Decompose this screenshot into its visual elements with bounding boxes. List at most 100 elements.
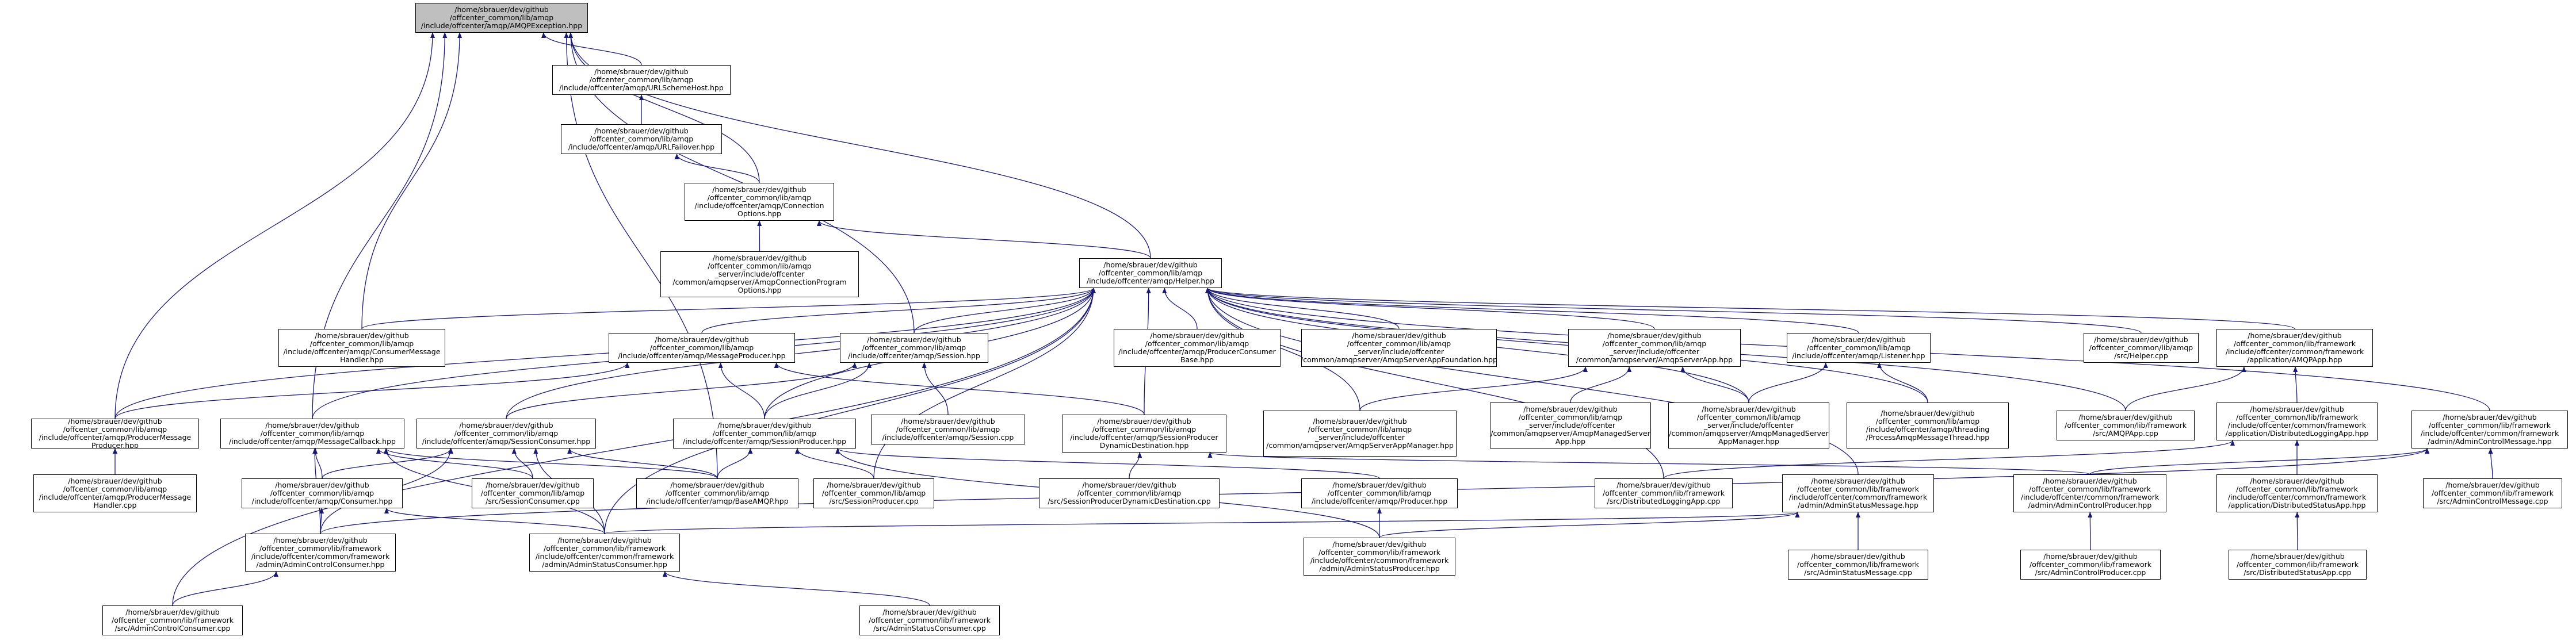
node-session-cpp[interactable]: /home/sbrauer/dev/github /offcenter_comm… <box>871 415 1025 444</box>
dependency-edge <box>361 288 1096 329</box>
dependency-edge <box>2125 366 2246 411</box>
node-admin-control-producer-cpp[interactable]: /home/sbrauer/dev/github /offcenter_comm… <box>2020 550 2161 580</box>
dependency-edge <box>361 32 463 329</box>
dependency-edge <box>835 448 1380 479</box>
node-distributed-logging-app-cpp[interactable]: /home/sbrauer/dev/github /offcenter_comm… <box>1595 478 1733 508</box>
dependency-edge <box>567 448 718 479</box>
dependency-edge <box>774 362 1145 415</box>
node-consumer-message-handler-hpp[interactable]: /home/sbrauer/dev/github /offcenter_comm… <box>278 329 445 367</box>
node-amqp-server-app-foundation-hpp[interactable]: /home/sbrauer/dev/github /offcenter_comm… <box>1301 329 1497 367</box>
node-helper-hpp[interactable]: /home/sbrauer/dev/github /offcenter_comm… <box>1079 258 1222 288</box>
dependency-edge <box>1205 288 1360 411</box>
dependency-edge <box>717 448 753 479</box>
dependency-edge <box>1205 288 2295 329</box>
node-session-producer-dynamic-destination-cpp[interactable]: /home/sbrauer/dev/github /offcenter_comm… <box>1039 478 1220 508</box>
dependency-edge <box>114 362 630 419</box>
dependency-edge <box>1162 288 1198 329</box>
dependency-edge <box>662 571 930 606</box>
dependency-edge <box>1570 366 1632 403</box>
dependency-edge <box>1205 288 1928 403</box>
dependency-edge <box>1877 362 1928 403</box>
node-admin-status-consumer-cpp[interactable]: /home/sbrauer/dev/github /offcenter_comm… <box>859 605 1000 635</box>
node-distributed-status-app-hpp[interactable]: /home/sbrauer/dev/github /offcenter_comm… <box>2216 474 2378 512</box>
node-session-producer-dynamic-destination-hpp[interactable]: /home/sbrauer/dev/github /offcenter_comm… <box>1062 415 1226 453</box>
node-admin-control-message-cpp[interactable]: /home/sbrauer/dev/github /offcenter_comm… <box>2423 478 2562 508</box>
node-amqp-server-app-manager-hpp[interactable]: /home/sbrauer/dev/github /offcenter_comm… <box>1263 411 1457 457</box>
node-process-amqp-message-thread-hpp[interactable]: /home/sbrauer/dev/github /offcenter_comm… <box>1847 402 2009 448</box>
node-distributed-logging-app-hpp[interactable]: /home/sbrauer/dev/github /offcenter_comm… <box>2216 402 2378 440</box>
dependency-edge <box>1748 362 1828 403</box>
dependency-edge <box>922 362 949 415</box>
dependency-edge <box>795 448 874 479</box>
node-url-failover-hpp[interactable]: /home/sbrauer/dev/github /offcenter_comm… <box>561 124 722 154</box>
dependency-edge <box>718 362 765 419</box>
node-session-consumer-cpp[interactable]: /home/sbrauer/dev/github /offcenter_comm… <box>472 478 594 508</box>
node-amqp-server-app-hpp[interactable]: /home/sbrauer/dev/github /offcenter_comm… <box>1568 329 1741 367</box>
dependency-edge <box>2293 366 2298 403</box>
dependency-edge <box>817 220 1151 259</box>
node-amqp-connection-program-options-hpp[interactable]: /home/sbrauer/dev/github /offcenter_comm… <box>660 251 859 297</box>
node-admin-status-consumer-hpp[interactable]: /home/sbrauer/dev/github /offcenter_comm… <box>529 534 680 572</box>
dependency-edge <box>384 508 605 534</box>
dependency-edge <box>564 32 718 479</box>
node-admin-status-message-cpp[interactable]: /home/sbrauer/dev/github /offcenter_comm… <box>1788 550 1928 580</box>
dependency-edge <box>313 448 323 479</box>
node-connection-options-hpp[interactable]: /home/sbrauer/dev/github /offcenter_comm… <box>685 183 834 221</box>
node-helper-cpp[interactable]: /home/sbrauer/dev/github /offcenter_comm… <box>2084 333 2199 363</box>
dependency-edge <box>172 571 278 606</box>
node-admin-status-producer-hpp[interactable]: /home/sbrauer/dev/github /offcenter_comm… <box>1304 538 1455 576</box>
dependency-edge <box>541 32 642 66</box>
dependency-edge <box>1663 440 2235 479</box>
dependency-edge <box>2488 448 2493 479</box>
node-amqp-app-cpp[interactable]: /home/sbrauer/dev/github /offcenter_comm… <box>2057 411 2195 440</box>
dependency-edge <box>2089 448 2429 475</box>
node-admin-control-consumer-cpp[interactable]: /home/sbrauer/dev/github /offcenter_comm… <box>102 605 243 635</box>
dependency-edge <box>1680 366 1749 403</box>
dependency-edge <box>1129 452 1142 479</box>
node-amqp-app-hpp[interactable]: /home/sbrauer/dev/github /offcenter_comm… <box>2216 329 2373 367</box>
dependency-edge <box>568 32 760 183</box>
node-session-producer-hpp[interactable]: /home/sbrauer/dev/github /offcenter_comm… <box>673 419 856 448</box>
node-amqp-managed-server-app-hpp[interactable]: /home/sbrauer/dev/github /offcenter_comm… <box>1490 402 1651 448</box>
dependency-edge <box>319 508 324 534</box>
node-base-amqp-hpp[interactable]: /home/sbrauer/dev/github /offcenter_comm… <box>636 478 798 508</box>
node-producer-hpp[interactable]: /home/sbrauer/dev/github /offcenter_comm… <box>1301 478 1458 508</box>
dependency-edge <box>1205 288 1655 329</box>
dependency-edge <box>114 32 435 419</box>
dependency-edge <box>322 448 453 479</box>
dependency-edge <box>873 288 1096 479</box>
dependency-edge <box>604 288 1096 534</box>
node-producer-message-handler-cpp[interactable]: /home/sbrauer/dev/github /offcenter_comm… <box>33 474 197 512</box>
dependency-edge <box>604 512 1799 534</box>
node-admin-control-message-hpp[interactable]: /home/sbrauer/dev/github /offcenter_comm… <box>2411 411 2568 448</box>
node-session-consumer-hpp[interactable]: /home/sbrauer/dev/github /offcenter_comm… <box>416 419 596 448</box>
dependency-edge <box>1205 288 1859 334</box>
node-amqp-exception-hpp[interactable]: /home/sbrauer/dev/github /offcenter_comm… <box>415 3 588 33</box>
dependency-edge <box>1205 288 1400 329</box>
dependency-edge <box>114 288 1096 419</box>
node-admin-control-producer-hpp[interactable]: /home/sbrauer/dev/github /offcenter_comm… <box>2013 474 2166 512</box>
node-message-callback-hpp[interactable]: /home/sbrauer/dev/github /offcenter_comm… <box>220 419 404 448</box>
node-distributed-status-app-cpp[interactable]: /home/sbrauer/dev/github /offcenter_comm… <box>2229 550 2367 580</box>
dependency-edge <box>2295 512 2300 550</box>
node-listener-hpp[interactable]: /home/sbrauer/dev/github /offcenter_comm… <box>1787 333 1931 363</box>
dependency-edge <box>1205 288 2142 334</box>
node-session-hpp[interactable]: /home/sbrauer/dev/github /offcenter_comm… <box>840 333 988 363</box>
dependency-edge <box>674 154 760 183</box>
node-producer-consumer-base-hpp[interactable]: /home/sbrauer/dev/github /offcenter_comm… <box>1114 329 1281 367</box>
node-amqp-managed-server-app-manager-hpp[interactable]: /home/sbrauer/dev/github /offcenter_comm… <box>1668 402 1829 448</box>
node-producer-message-producer-hpp[interactable]: /home/sbrauer/dev/github /offcenter_comm… <box>31 419 199 448</box>
node-session-producer-cpp[interactable]: /home/sbrauer/dev/github /offcenter_comm… <box>813 478 934 508</box>
dependency-edge <box>764 362 872 419</box>
dependency-edge <box>376 448 533 479</box>
node-admin-status-message-hpp[interactable]: /home/sbrauer/dev/github /offcenter_comm… <box>1782 474 1934 512</box>
dependency-edge <box>506 362 857 419</box>
dependency-edge <box>1379 512 1800 538</box>
node-message-producer-hpp[interactable]: /home/sbrauer/dev/github /offcenter_comm… <box>609 333 795 363</box>
dependency-edge <box>914 288 1096 334</box>
node-admin-control-consumer-hpp[interactable]: /home/sbrauer/dev/github /offcenter_comm… <box>245 534 396 572</box>
node-consumer-hpp[interactable]: /home/sbrauer/dev/github /offcenter_comm… <box>242 478 403 508</box>
node-url-scheme-host-hpp[interactable]: /home/sbrauer/dev/github /offcenter_comm… <box>552 65 731 95</box>
dependency-edge <box>506 288 1096 419</box>
